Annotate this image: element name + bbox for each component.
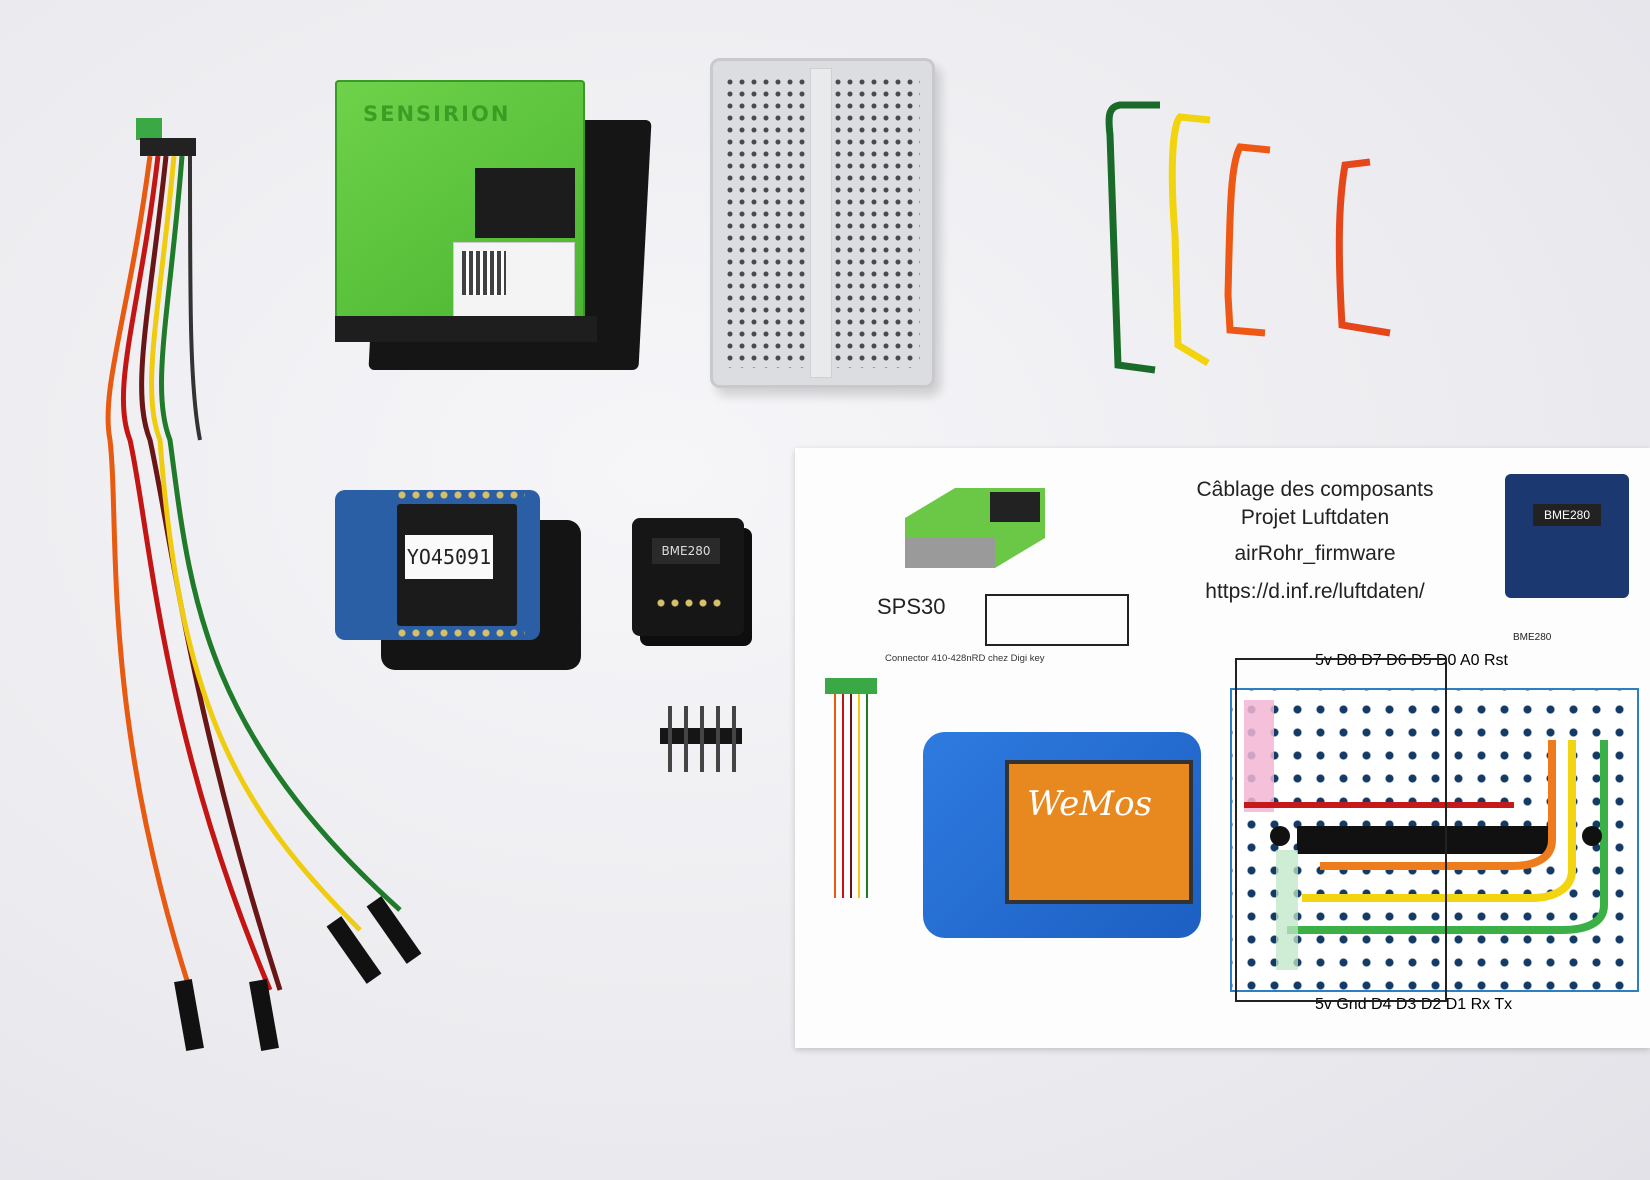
connector-green-icon bbox=[136, 118, 162, 140]
breadboard-wires bbox=[1244, 700, 1608, 970]
mini-breadboard bbox=[710, 58, 935, 388]
jumper-green bbox=[1105, 101, 1160, 374]
diagram-title-line2: Projet Luftdaten bbox=[1240, 506, 1390, 529]
diagram-title-line1: Câblage des composants bbox=[1196, 478, 1434, 501]
jumper-yellow bbox=[1168, 113, 1211, 367]
bme280-diagram-label: BME280 bbox=[1533, 504, 1601, 526]
breadboard-diagram bbox=[1230, 688, 1639, 992]
wire-brown bbox=[139, 155, 283, 991]
bme280-sensor-board: BME280 bbox=[632, 518, 744, 636]
bme280-note: BME280 bbox=[1513, 632, 1552, 643]
wemos-outline-box bbox=[1235, 658, 1447, 1002]
jumper-cable-bundle bbox=[105, 118, 422, 1052]
sps30-diagram-label: SPS30 bbox=[877, 594, 946, 619]
bme280-diagram-icon: BME280 bbox=[1505, 474, 1629, 598]
pin-green-icon bbox=[366, 896, 422, 964]
sps30-inlet bbox=[475, 168, 575, 238]
connector-diagram-box bbox=[985, 594, 1129, 646]
qr-code-icon bbox=[462, 251, 506, 295]
wire-red bbox=[120, 155, 273, 991]
wire-orange bbox=[105, 155, 193, 991]
pin-orange-icon bbox=[174, 978, 204, 1052]
wemos-d1-mini-board: YO45091 bbox=[335, 490, 585, 670]
wemos-sticker: YO45091 bbox=[405, 535, 493, 579]
diagram-url: https://d.inf.re/luftdaten/ bbox=[1205, 580, 1425, 603]
esp8266-module: WeMos bbox=[1005, 760, 1193, 904]
wemos-diagram-board: WeMos bbox=[923, 732, 1201, 938]
jumper-orange bbox=[1224, 143, 1271, 337]
bme280-chip-label: BME280 bbox=[652, 538, 720, 564]
wire-green bbox=[159, 155, 402, 912]
sps30-diagram-icon bbox=[905, 488, 1045, 568]
pin-red-icon bbox=[249, 978, 279, 1052]
header-pins bbox=[660, 706, 742, 772]
pins-top-label: 5v D8 D7 D6 D5 D0 A0 Rst bbox=[1315, 652, 1508, 669]
wemos-logo-text: WeMos bbox=[1027, 784, 1153, 824]
sps30-qr-label bbox=[453, 242, 575, 318]
wire-black bbox=[188, 155, 202, 441]
wiring-diagram-card: Câblage des composants Projet Luftdaten … bbox=[795, 448, 1650, 1048]
connector-note: Connector 410-428nRD chez Digi key bbox=[885, 653, 1045, 664]
sps30-brand-text: SENSIRION bbox=[363, 102, 511, 126]
connector-black-icon bbox=[140, 138, 196, 156]
pin-yellow-icon bbox=[326, 916, 382, 984]
sps30-sensor: SENSIRION bbox=[335, 80, 652, 370]
wire-yellow bbox=[149, 155, 362, 932]
short-jumper-wires bbox=[1105, 101, 1391, 374]
jumper-red-orange bbox=[1335, 158, 1391, 337]
diagram-title: Câblage des composants Projet Luftdaten … bbox=[1185, 476, 1445, 606]
cable-diagram bbox=[825, 678, 877, 898]
diagram-title-line3: airRohr_firmware bbox=[1234, 542, 1396, 565]
